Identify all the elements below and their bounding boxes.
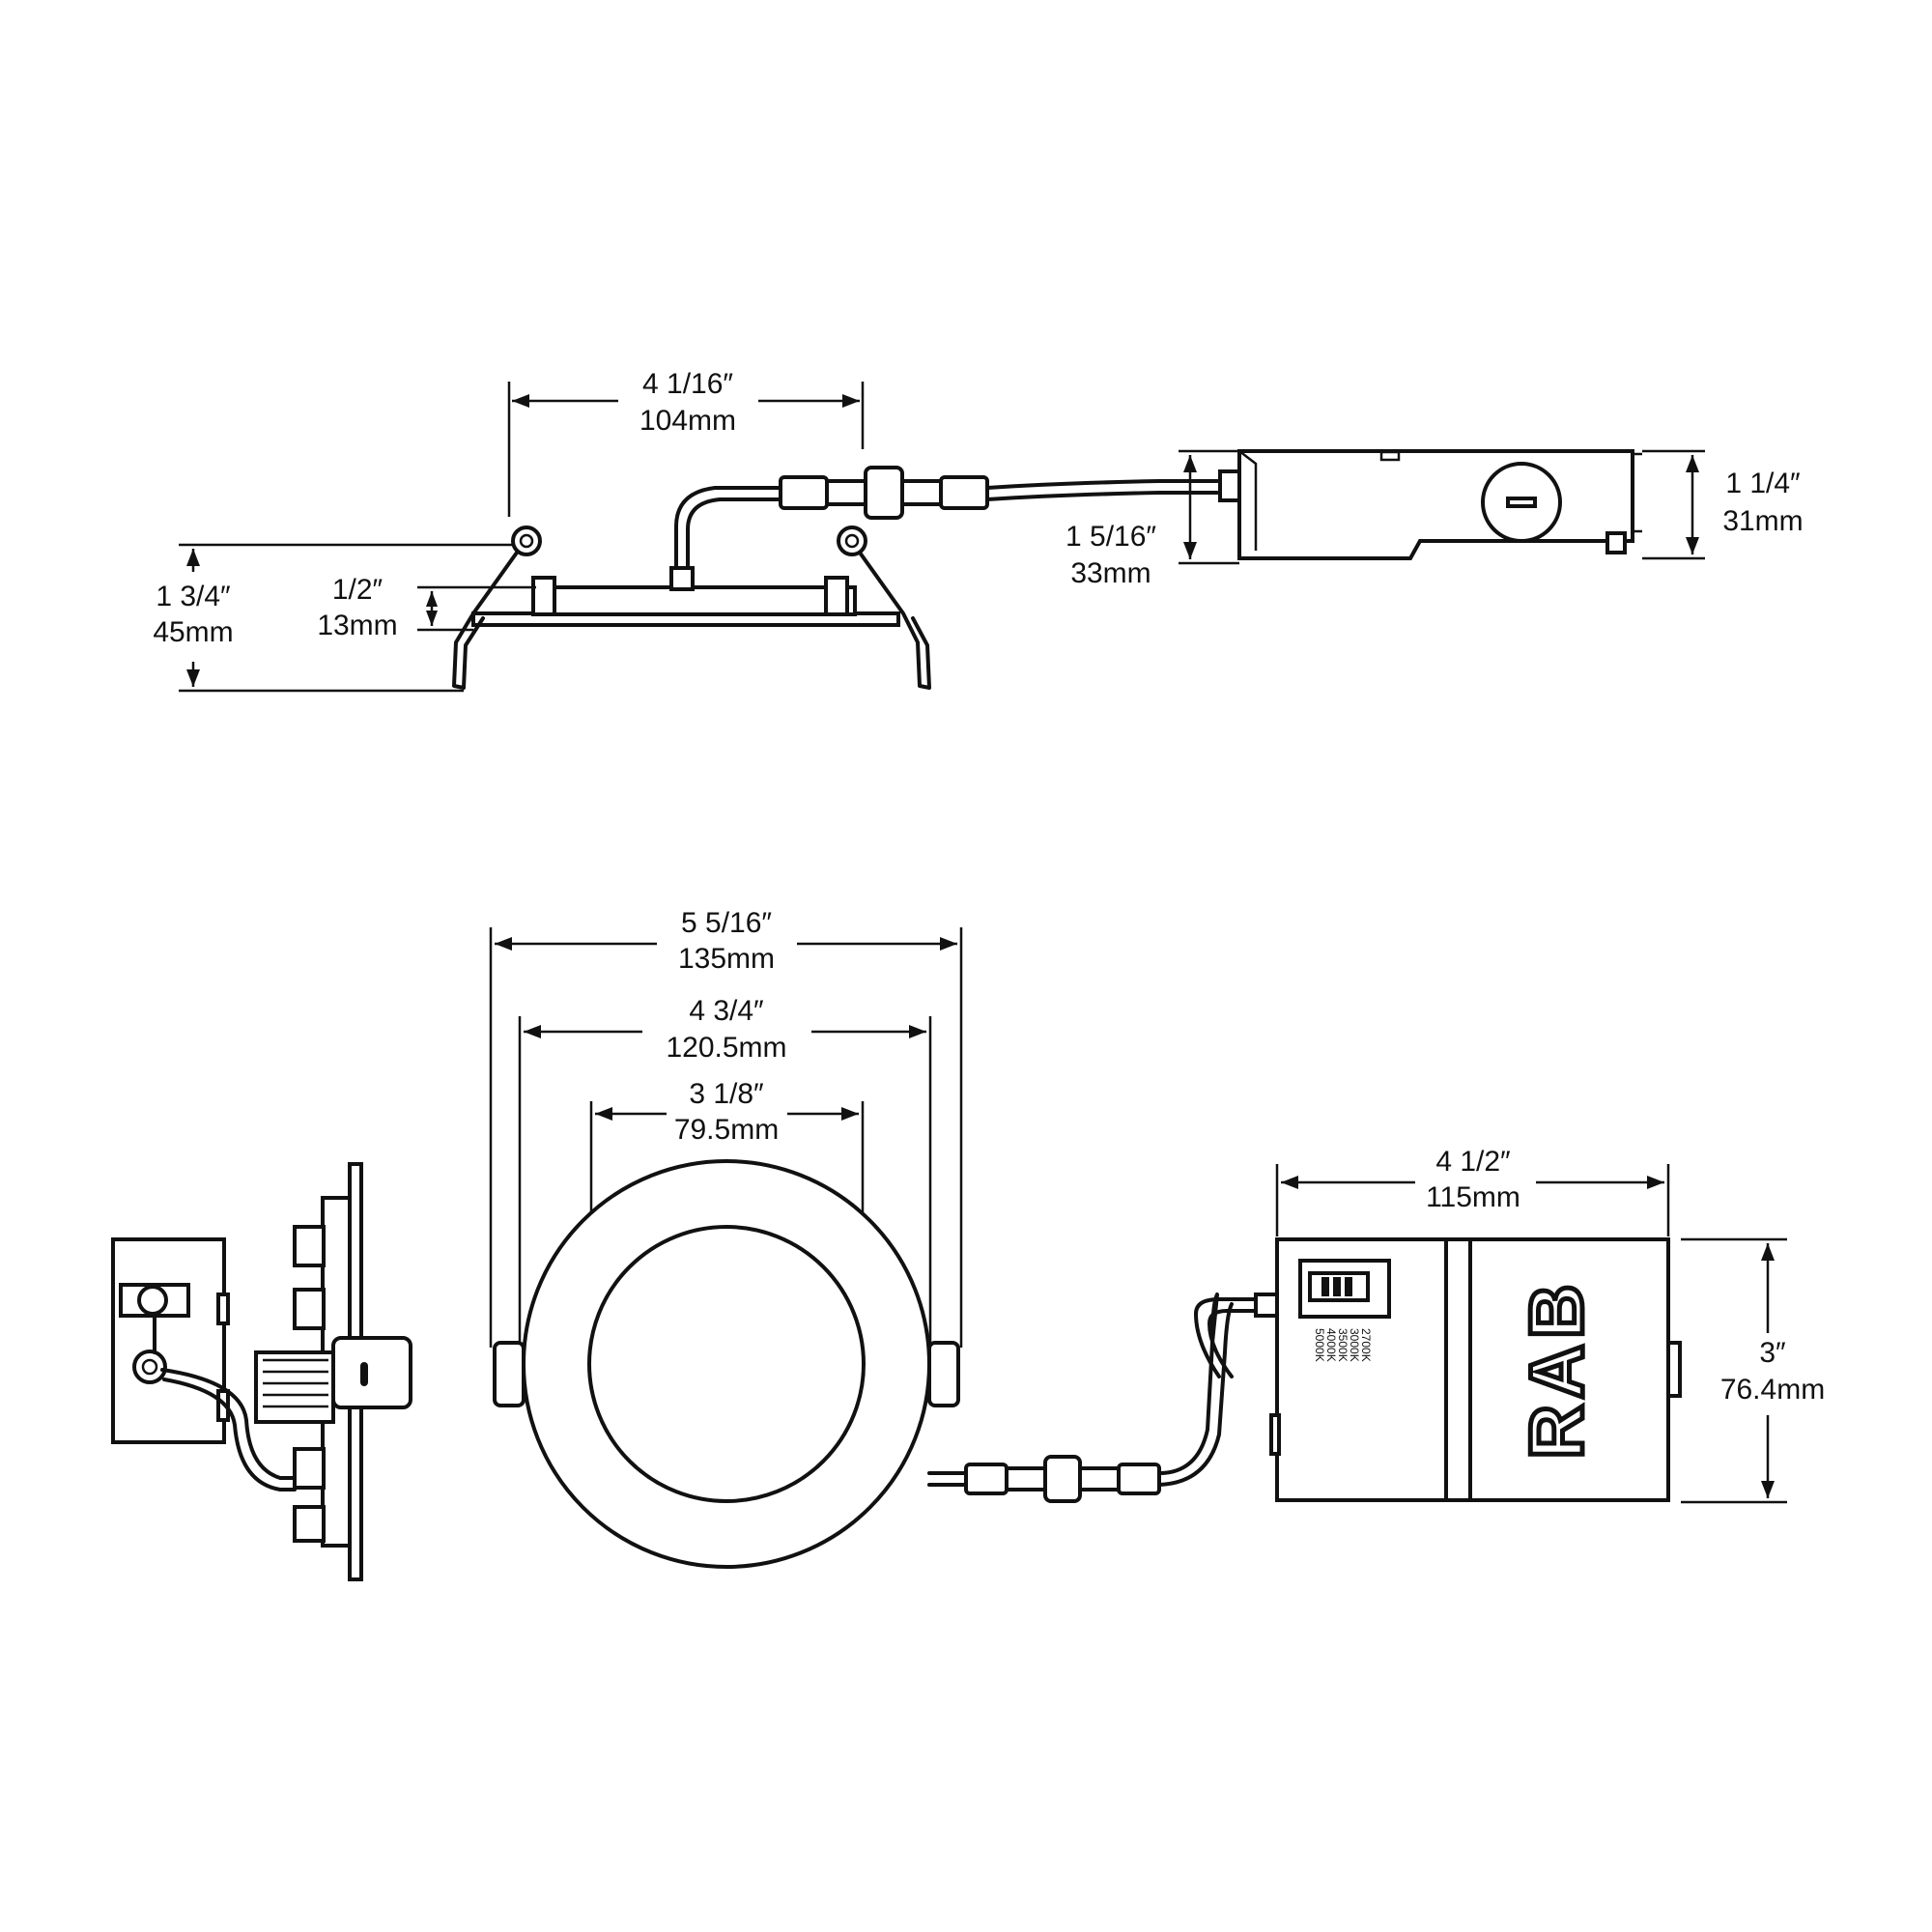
side-height-imperial: 1 3/4″ [156, 581, 231, 612]
driver-end-height-imperial: 1 1/4″ [1725, 468, 1801, 499]
spring-tab-left [493, 1341, 526, 1407]
spring-pivot-right [837, 526, 867, 556]
trim-diameter-imperial: 5 5/16″ [681, 907, 772, 939]
cct-2700k: 2700K [1359, 1328, 1373, 1362]
driver-width-imperial: 4 1/2″ [1435, 1146, 1511, 1178]
driver-height-imperial: 3″ [1759, 1337, 1786, 1369]
driver-height-dimension: 3″ 76.4mm [1681, 1237, 1825, 1504]
trim-diameter-metric: 135mm [678, 943, 775, 975]
trim-height-imperial: 1/2″ [332, 574, 384, 606]
driver-end-height-dimension: 1 1/4″ 31mm [1642, 449, 1804, 560]
cutout-diameter-metric: 120.5mm [666, 1032, 786, 1064]
driver-side-view [1218, 449, 1642, 560]
brand-logo: RAB [1514, 1279, 1599, 1460]
side-view: 4 1/16″ 104mm [153, 368, 1804, 693]
side-height-dimension: 1 3/4″ 45mm [153, 543, 512, 693]
driver-side-height-dimension: 1 5/16″ 33mm [1065, 449, 1239, 589]
housing [534, 585, 857, 616]
aperture [587, 1225, 866, 1503]
driver-end-height-metric: 31mm [1722, 505, 1803, 537]
front-connector-cable [927, 1293, 1279, 1503]
trim-height-metric: 13mm [317, 610, 397, 641]
front-view: 5 5/16″ 135mm 4 3/4″ 120.5mm 3 1/8″ 79.5… [489, 907, 963, 1569]
junction-box [111, 1237, 226, 1444]
cutout-diameter-dimension: 4 3/4″ 120.5mm [524, 995, 926, 1064]
trim-height-dimension: 1/2″ 13mm [317, 574, 536, 641]
mounting-clip [254, 1350, 335, 1424]
cct-5000k: 5000K [1313, 1328, 1326, 1362]
side-width-metric: 104mm [639, 405, 736, 437]
cct-labels: 5000K 4000K 3500K 3000K 2700K [1313, 1328, 1373, 1362]
aperture-diameter-imperial: 3 1/8″ [689, 1078, 764, 1110]
spring-tab-right [927, 1341, 960, 1407]
driver-height-metric: 76.4mm [1720, 1374, 1825, 1406]
cutout-diameter-imperial: 4 3/4″ [689, 995, 764, 1027]
side-height-metric: 45mm [153, 616, 233, 648]
driver-top-view: 5000K 4000K 3500K 3000K 2700K RAB [1269, 1237, 1682, 1502]
aperture-diameter-dimension: 3 1/8″ 79.5mm [595, 1078, 859, 1146]
quick-connector-top [779, 466, 989, 520]
spring-pivot-left [511, 526, 542, 556]
cct-4000k: 4000K [1324, 1328, 1338, 1362]
cct-3500k: 3500K [1336, 1328, 1350, 1362]
side-width-dimension: 4 1/16″ 104mm [512, 368, 860, 437]
driver-width-metric: 115mm [1426, 1181, 1520, 1213]
aperture-diameter-metric: 79.5mm [674, 1114, 779, 1146]
profile-view [111, 1162, 412, 1581]
driver-side-height-imperial: 1 5/16″ [1065, 521, 1156, 553]
driver-width-dimension: 4 1/2″ 115mm [1275, 1146, 1670, 1236]
trim-diameter-dimension: 5 5/16″ 135mm [495, 907, 957, 975]
driver-side-height-metric: 33mm [1070, 557, 1151, 589]
cct-3000k: 3000K [1348, 1328, 1361, 1362]
side-width-imperial: 4 1/16″ [642, 368, 733, 400]
